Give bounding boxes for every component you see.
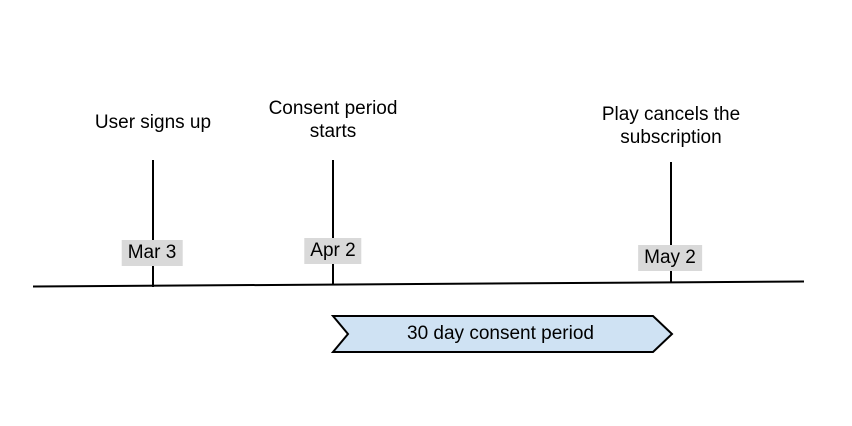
event-label-signup: User signs up [94, 112, 212, 133]
consent-period-label: 30 day consent period [407, 323, 594, 344]
date-badge-mar-3: Mar 3 [121, 240, 183, 266]
timeline-axis [32, 280, 805, 288]
event-label-cancel: Play cancels the subscription [601, 104, 741, 148]
date-badge-may-2: May 2 [638, 245, 702, 271]
consent-period-arrow-shape [330, 315, 674, 353]
date-badge-apr-2: Apr 2 [304, 238, 362, 264]
event-label-consent-start: Consent period starts [268, 98, 398, 142]
